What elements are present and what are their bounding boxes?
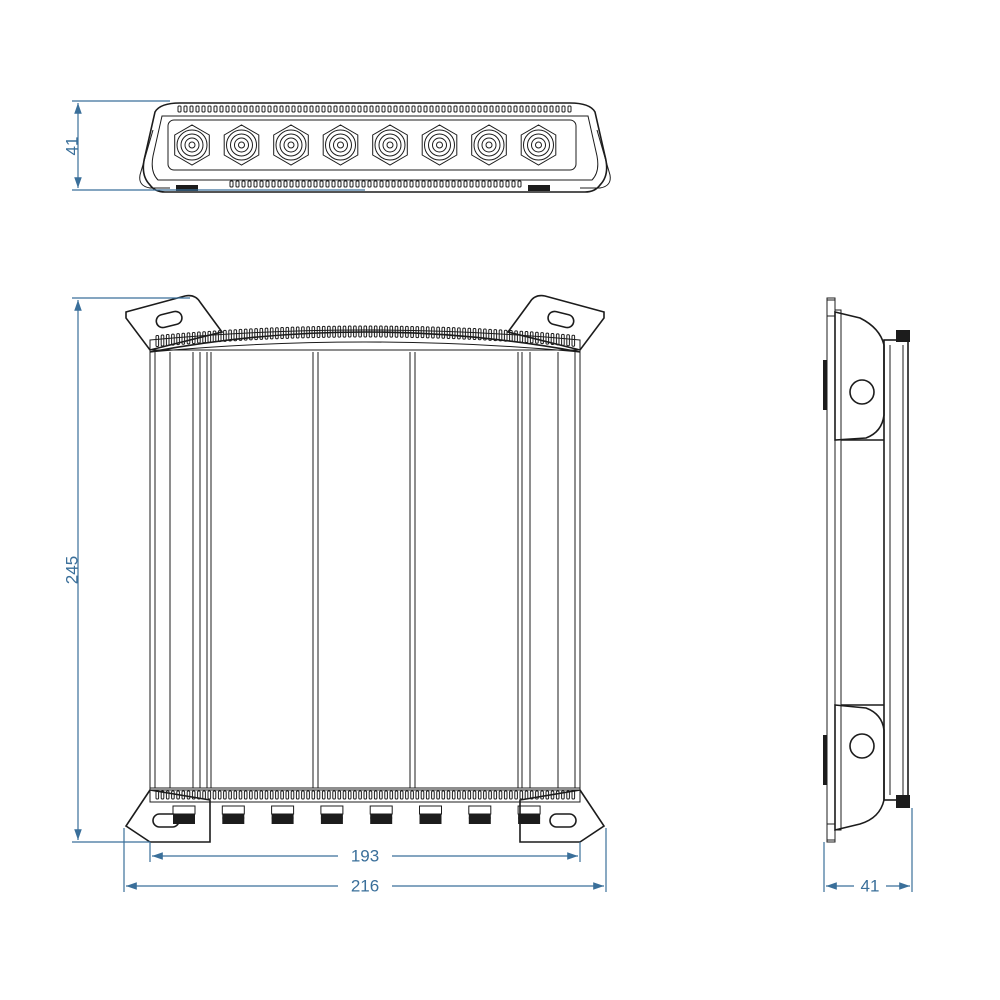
top-view-housing-outline bbox=[142, 102, 608, 193]
side-view-back-plate bbox=[826, 297, 836, 843]
top-connector bbox=[174, 124, 210, 166]
top-view-ribs-upper bbox=[177, 105, 572, 113]
top-view-connectors bbox=[174, 124, 557, 166]
dimension-inner-width: 193 bbox=[149, 842, 581, 866]
front-view-ear-top-left bbox=[125, 294, 224, 351]
top-view-ribs-lower bbox=[229, 180, 522, 188]
front-connector bbox=[419, 805, 442, 824]
front-view-ribs-top bbox=[155, 325, 576, 347]
front-connector bbox=[271, 805, 295, 824]
top-connector bbox=[223, 124, 260, 166]
top-connector bbox=[471, 124, 507, 166]
side-view-ear-top bbox=[834, 310, 885, 441]
mounting-hole-bottom-right bbox=[549, 813, 577, 828]
dimension-label-front-height: 245 bbox=[63, 556, 82, 584]
front-connector bbox=[320, 805, 344, 824]
front-view-connectors bbox=[172, 805, 541, 824]
top-connector bbox=[372, 124, 408, 166]
dimension-outer-width: 216 bbox=[123, 828, 607, 896]
side-view-hole-top bbox=[849, 379, 875, 405]
top-connector bbox=[273, 124, 309, 166]
side-view-connector-top bbox=[896, 330, 910, 342]
front-view-top-curve bbox=[149, 331, 581, 353]
side-view-ear-bottom bbox=[834, 704, 885, 832]
dimension-label-side-depth: 41 bbox=[861, 877, 880, 896]
front-view-body bbox=[149, 349, 581, 791]
side-view-back-flange bbox=[834, 309, 842, 831]
side-view-bracket-bottom bbox=[823, 735, 827, 785]
top-connector bbox=[520, 124, 557, 166]
top-view-right-ear bbox=[580, 129, 611, 189]
dimension-label-inner-width: 193 bbox=[351, 847, 379, 866]
dimension-side-depth: 41 bbox=[823, 808, 913, 896]
dimension-top-height: 41 bbox=[63, 100, 365, 191]
top-connector bbox=[322, 124, 359, 166]
top-view bbox=[139, 102, 611, 193]
front-view-ribs-bottom bbox=[155, 790, 576, 800]
side-view bbox=[823, 297, 910, 843]
front-view bbox=[124, 294, 606, 843]
top-view-left-ear bbox=[139, 129, 170, 189]
side-view-body bbox=[883, 339, 909, 801]
dimension-front-height: 245 bbox=[63, 297, 190, 843]
front-connector bbox=[221, 805, 245, 824]
front-connector bbox=[172, 805, 196, 824]
dimension-label-outer-width: 216 bbox=[351, 877, 379, 896]
side-view-bracket-top bbox=[823, 360, 827, 410]
top-view-connector-plate bbox=[167, 119, 577, 171]
front-view-ear-top-right bbox=[506, 294, 605, 351]
mounting-hole-top-right bbox=[547, 310, 575, 329]
side-view-connector-bottom bbox=[896, 795, 910, 808]
front-connector bbox=[517, 805, 541, 824]
front-view-bottom-band bbox=[149, 787, 581, 803]
front-connector bbox=[369, 805, 393, 824]
dimension-label-top-height: 41 bbox=[63, 137, 82, 156]
top-view-foot-right bbox=[528, 185, 550, 191]
top-view-housing-inner bbox=[151, 115, 599, 181]
front-view-panel-lines bbox=[154, 352, 576, 788]
front-connector bbox=[468, 805, 492, 824]
side-view-hole-bottom bbox=[849, 733, 875, 759]
mounting-hole-top-left bbox=[155, 310, 183, 329]
top-connector bbox=[421, 124, 458, 166]
